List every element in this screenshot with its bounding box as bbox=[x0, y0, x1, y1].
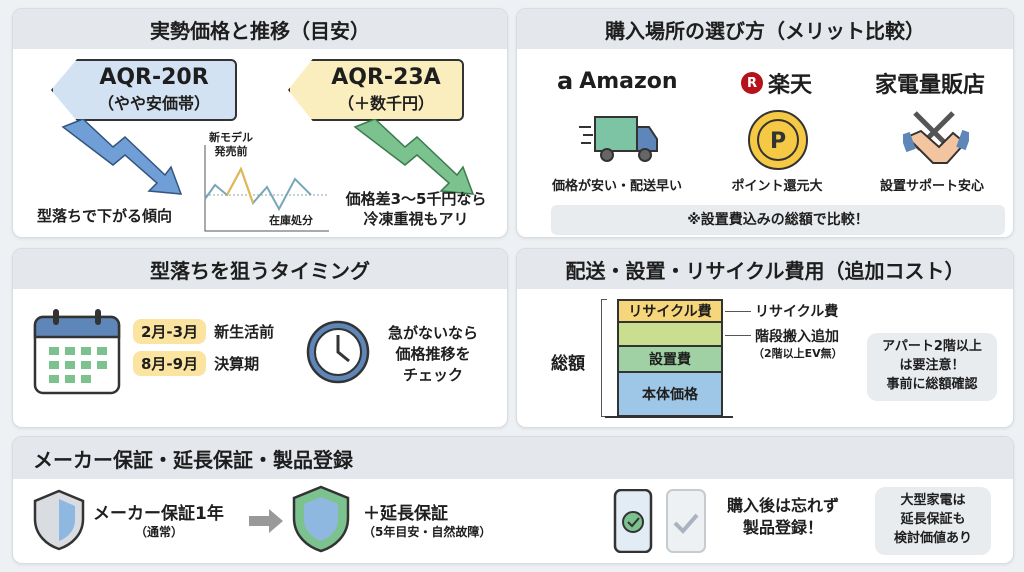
warranty-panel: メーカー保証・延長保証・製品登録 メーカー保証1年 （通常） ＋延長保証 （5年… bbox=[12, 436, 1014, 564]
extended-warranty-bubble: 大型家電は 延長保証も 検討価値あり bbox=[875, 487, 991, 555]
callout-recycle: リサイクル費 bbox=[755, 304, 839, 320]
period-months: 2月-3月 bbox=[133, 319, 207, 344]
maker-warranty-sub: （通常） bbox=[135, 525, 184, 539]
leader-line bbox=[725, 335, 751, 336]
calendar-icon bbox=[33, 309, 121, 395]
graph-peak-label: 新モデル 発売前 bbox=[209, 131, 253, 158]
extended-warranty: ＋延長保証 bbox=[363, 504, 448, 524]
graph-low-label: 在庫処分 bbox=[269, 214, 313, 227]
warranty-title: メーカー保証・延長保証・製品登録 bbox=[13, 437, 1013, 479]
trend-left-text: 型落ちで下がる傾向 bbox=[37, 207, 173, 225]
shop-name: Amazon bbox=[579, 68, 678, 94]
shop-electronics-store: 家電量販店 bbox=[875, 73, 986, 98]
period-label: 新生活前 bbox=[214, 323, 275, 341]
clock-note: 急がないなら 価格推移を チェック bbox=[387, 324, 478, 384]
register-note: 購入後は忘れず 製品登録！ bbox=[726, 496, 839, 537]
baseline bbox=[605, 416, 733, 418]
point-coin-icon: P bbox=[748, 110, 808, 170]
rakuten-logo-icon: R bbox=[741, 72, 763, 94]
shield-icon bbox=[33, 489, 85, 551]
arrow-right-icon bbox=[249, 509, 283, 533]
timing-title: 型落ちを狙うタイミング bbox=[13, 249, 507, 289]
model-note: （やや安価帯） bbox=[97, 94, 210, 113]
down-arrow-blue-icon bbox=[61, 119, 183, 195]
leader-line bbox=[725, 311, 751, 312]
callout-stairs: 階段搬入追加 bbox=[755, 329, 839, 345]
maker-warranty: メーカー保証1年 bbox=[93, 504, 224, 524]
caution-bubble: アパート2階以上 は要注意！ 事前に総額確認 bbox=[867, 333, 997, 401]
price-panel: 実勢価格と推移（目安） AQR-20R （やや安価帯） AQR-23A （＋数千… bbox=[12, 8, 508, 238]
total-bracket bbox=[601, 299, 607, 417]
price-title: 実勢価格と推移（目安） bbox=[13, 9, 507, 49]
total-label: 総額 bbox=[551, 354, 585, 374]
svg-text:P: P bbox=[770, 129, 786, 154]
callout-stairs-sub: （2階以上EV無） bbox=[753, 347, 843, 360]
cost-stack: リサイクル費 設置費 本体価格 bbox=[617, 299, 723, 417]
handshake-tools-icon bbox=[903, 111, 969, 164]
period-months: 8月-9月 bbox=[133, 351, 207, 376]
shops-title: 購入場所の選び方（メリット比較） bbox=[517, 9, 1013, 49]
store-merit: 設置サポート安心 bbox=[879, 179, 984, 194]
amazon-logo-icon: a bbox=[557, 67, 574, 95]
extended-warranty-sub: （5年目安・自然故障） bbox=[363, 525, 492, 539]
period-row: 8月-9月決算期 bbox=[133, 351, 259, 376]
segment-install: 設置費 bbox=[617, 345, 723, 373]
segment-base-price: 本体価格 bbox=[617, 371, 723, 417]
shop-name: 楽天 bbox=[768, 73, 813, 98]
model-name: AQR-20R bbox=[99, 65, 209, 90]
model-note: （＋数千円） bbox=[337, 94, 434, 113]
phone-registration-icon bbox=[613, 489, 706, 553]
price-tag-aqr20r: AQR-20R （やや安価帯） bbox=[51, 59, 237, 121]
amazon-merit: 価格が安い・配送早い bbox=[551, 179, 682, 194]
rakuten-merit: ポイント還元大 bbox=[731, 179, 823, 194]
down-arrow-green-icon bbox=[353, 119, 475, 195]
price-tag-aqr23a: AQR-23A （＋数千円） bbox=[288, 59, 464, 121]
segment-stairs bbox=[617, 321, 723, 347]
period-row: 2月-3月新生活前 bbox=[133, 319, 274, 344]
total-cost-note: ※設置費込みの総額で比較！ bbox=[551, 205, 1005, 235]
segment-recycle: リサイクル費 bbox=[617, 299, 723, 323]
model-name: AQR-23A bbox=[331, 65, 441, 90]
truck-icon bbox=[579, 116, 658, 162]
cost-panel: 配送・設置・リサイクル費用（追加コスト） 総額 リサイクル費 設置費 本体価格 … bbox=[516, 248, 1014, 428]
cost-title: 配送・設置・リサイクル費用（追加コスト） bbox=[517, 249, 1013, 289]
period-label: 決算期 bbox=[214, 355, 260, 373]
shield-extended-icon bbox=[292, 485, 350, 553]
price-trend-graph bbox=[204, 145, 329, 232]
timing-panel: 型落ちを狙うタイミング 2月-3月新生活前 8月-9月決算期 急がないなら 価格… bbox=[12, 248, 508, 428]
clock-icon bbox=[306, 320, 370, 384]
price-diff-note: 価格差3〜5千円なら 冷凍重視もアリ bbox=[345, 190, 487, 228]
